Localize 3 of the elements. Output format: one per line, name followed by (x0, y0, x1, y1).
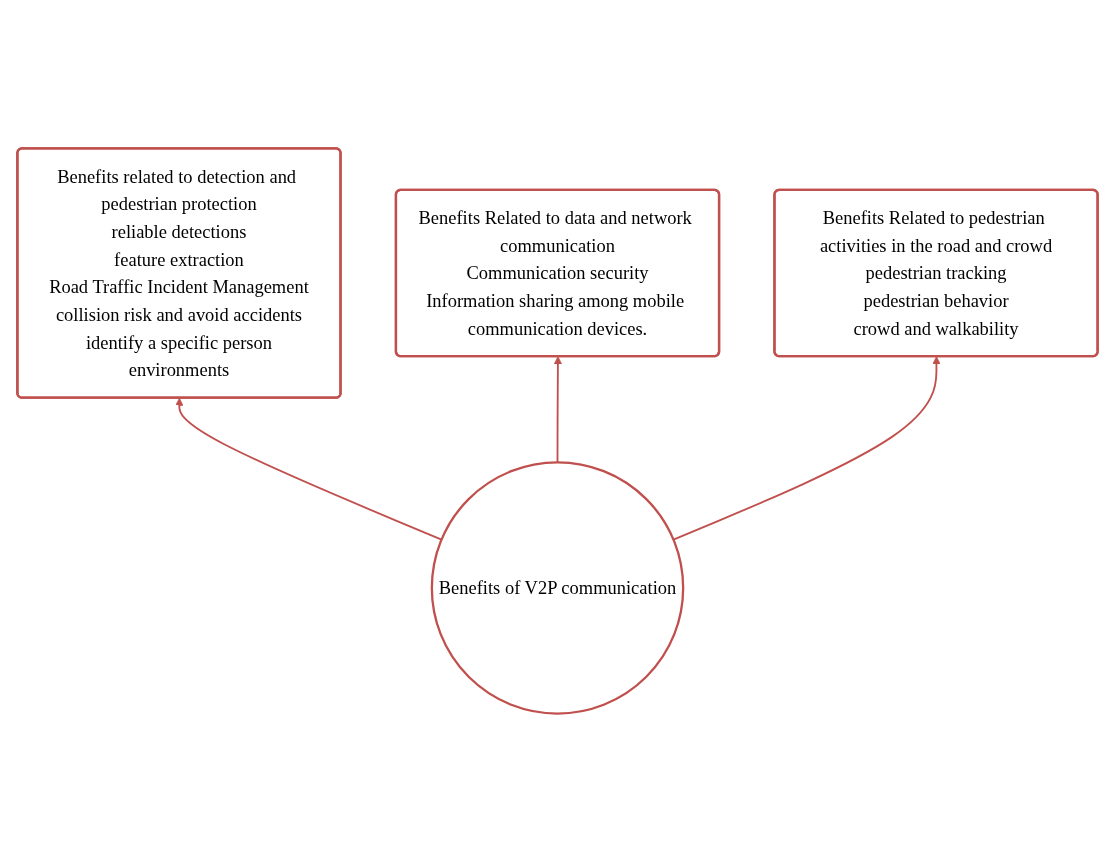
arrow (175, 397, 443, 540)
arrow (553, 355, 562, 463)
node-circle: Benefits of V2P communication (430, 460, 685, 715)
